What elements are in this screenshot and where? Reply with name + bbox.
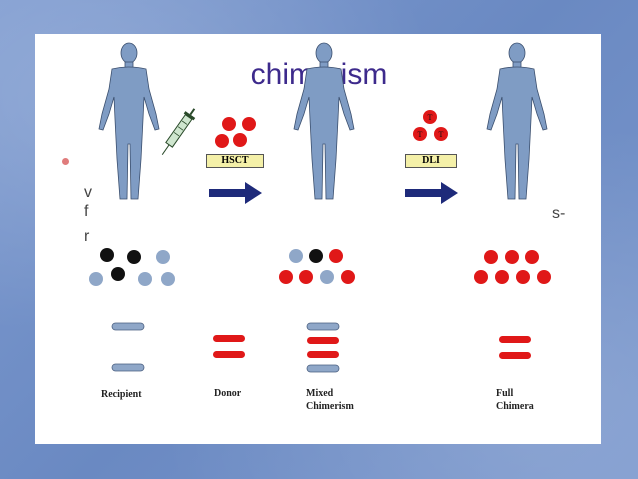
t-cell-letter-2: T	[418, 130, 423, 139]
full-chimera-cells	[474, 250, 551, 284]
dli-arrow-icon	[405, 182, 458, 204]
dli-label: DLI	[405, 154, 457, 168]
recipient-bars	[111, 322, 145, 372]
text-fragment-v: v	[84, 184, 92, 201]
bullet-marker	[62, 158, 69, 165]
full-chimera-bars	[499, 336, 531, 359]
donor-bars	[213, 335, 245, 358]
recipient-label: Recipient	[101, 389, 142, 400]
mixed-label-line2: Chimerism	[306, 401, 354, 412]
full-chimera-person-icon	[486, 42, 548, 200]
hsct-arrow-icon	[209, 182, 262, 204]
text-fragment-s: s-	[552, 205, 566, 222]
hsct-label: HSCT	[206, 154, 264, 168]
t-cell-letter-1: T	[428, 113, 433, 122]
mixed-person-icon	[293, 42, 355, 200]
recipient-cells	[89, 248, 175, 286]
recipient-person-icon	[98, 42, 160, 200]
mixed-chimerism-cells	[279, 249, 355, 284]
full-label-line1: Full	[496, 388, 514, 399]
donor-label: Donor	[214, 388, 242, 399]
syringe-icon	[161, 108, 196, 155]
text-fragment-r: r	[84, 228, 90, 245]
full-label-line2: Chimera	[496, 401, 534, 412]
hsct-donor-cells	[215, 117, 256, 148]
dli-t-cells: T T T	[413, 110, 448, 141]
mixed-bars	[306, 322, 340, 373]
t-cell-letter-3: T	[439, 130, 444, 139]
mixed-label-line1: Mixed	[306, 388, 334, 399]
text-fragment-f: f	[84, 203, 89, 220]
